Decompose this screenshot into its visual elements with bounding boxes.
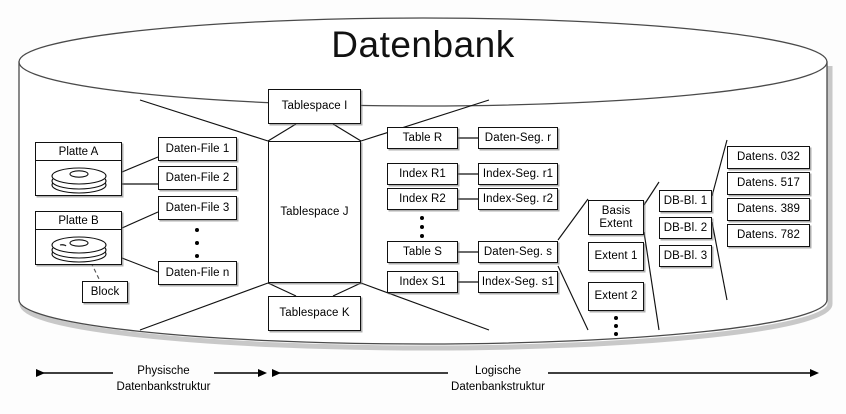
disk-platte-a-label: Platte A (36, 143, 121, 161)
segment-index-seg-r1[interactable]: Index-Seg. r1 (478, 163, 558, 185)
segment-index-seg-r2[interactable]: Index-Seg. r2 (478, 188, 558, 210)
objects-ellipsis-icon (415, 216, 429, 238)
disk-platte-b-label: Platte B (36, 212, 121, 230)
object-index-r2[interactable]: Index R2 (387, 188, 458, 210)
db-block-3[interactable]: DB-Bl. 3 (659, 245, 712, 267)
extent-2[interactable]: Extent 2 (588, 282, 644, 311)
object-table-s[interactable]: Table S (387, 241, 458, 263)
disk-platter-icon (36, 230, 121, 265)
disk-platte-b[interactable]: Platte B (35, 211, 122, 265)
axis-label-physical-line1: Physische (137, 365, 190, 377)
object-table-r[interactable]: Table R (387, 127, 458, 149)
axis-label-physical: Physische Datenbankstruktur (113, 364, 214, 396)
extent-basis-line1: Basis (601, 204, 631, 217)
disk-platter-icon (36, 161, 121, 196)
extents-ellipsis-icon (609, 316, 623, 336)
tablespace-k[interactable]: Tablespace K (268, 296, 361, 331)
record-032[interactable]: Datens. 032 (727, 146, 810, 169)
data-file-2[interactable]: Daten-File 2 (158, 166, 237, 190)
axis-label-logical: Logische Datenbankstruktur (448, 364, 548, 396)
axis-label-logical-line2: Datenbankstruktur (451, 380, 545, 393)
object-index-r1[interactable]: Index R1 (387, 163, 458, 185)
disk-platte-a[interactable]: Platte A (35, 142, 122, 196)
segment-daten-seg-s[interactable]: Daten-Seg. s (478, 241, 558, 263)
connector-lines (84, 99, 728, 331)
tablespace-i[interactable]: Tablespace I (268, 89, 361, 124)
db-block-2[interactable]: DB-Bl. 2 (659, 217, 712, 239)
record-389[interactable]: Datens. 389 (727, 198, 810, 221)
record-782[interactable]: Datens. 782 (727, 224, 810, 247)
segment-index-seg-s1[interactable]: Index-Seg. s1 (478, 271, 558, 293)
segment-daten-seg-r[interactable]: Daten-Seg. r (478, 127, 558, 149)
page-title: Datenbank (331, 24, 515, 65)
extent-basis[interactable]: Basis Extent (588, 200, 644, 235)
data-file-3[interactable]: Daten-File 3 (158, 196, 237, 220)
block-box[interactable]: Block (82, 281, 128, 303)
data-file-n[interactable]: Daten-File n (158, 261, 237, 285)
axis-label-physical-line2: Datenbankstruktur (116, 380, 211, 393)
extent-basis-line2: Extent (599, 217, 633, 230)
tablespace-j[interactable]: Tablespace J (268, 141, 361, 283)
axis-label-logical-line1: Logische (474, 365, 522, 377)
db-block-1[interactable]: DB-Bl. 1 (659, 190, 712, 212)
record-517[interactable]: Datens. 517 (727, 172, 810, 195)
data-file-1[interactable]: Daten-File 1 (158, 137, 237, 161)
data-files-ellipsis-icon (190, 228, 204, 258)
extent-1[interactable]: Extent 1 (588, 242, 644, 271)
cylinder-shadow (19, 66, 833, 351)
object-index-s1[interactable]: Index S1 (387, 271, 458, 293)
